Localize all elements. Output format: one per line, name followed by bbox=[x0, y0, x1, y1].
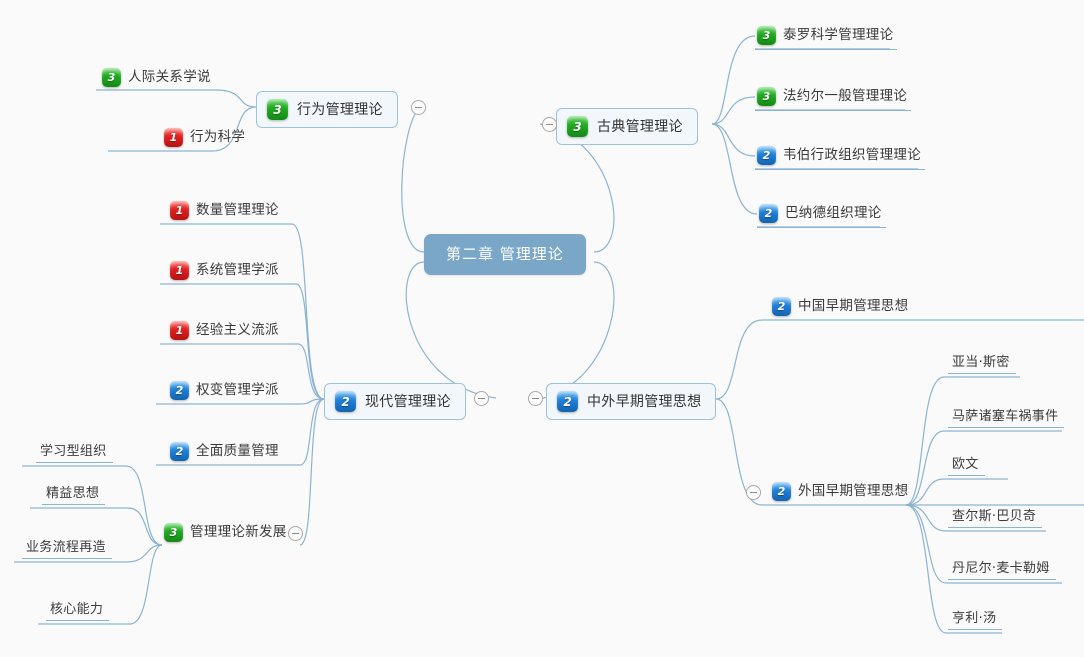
level-badge-3: 3 bbox=[567, 116, 588, 137]
sub-label-fayol: 法约尔一般管理理论 bbox=[783, 87, 908, 104]
root-node[interactable]: 第二章 管理理论 bbox=[424, 234, 586, 275]
sub-node-empirical[interactable]: 1 经验主义流派 bbox=[168, 319, 283, 344]
leaf-node-mccallum[interactable]: 丹尼尔·麦卡勒姆 bbox=[948, 560, 1056, 580]
leaf-label-core-competence: 核心能力 bbox=[50, 602, 104, 617]
sub-label-weber: 韦伯行政组织管理理论 bbox=[783, 146, 921, 163]
leaf-node-core-competence[interactable]: 核心能力 bbox=[46, 601, 110, 621]
level-badge-2: 2 bbox=[170, 381, 189, 400]
leaf-label-owen: 欧文 bbox=[952, 457, 979, 472]
leaf-node-bpr[interactable]: 业务流程再造 bbox=[22, 539, 112, 559]
sub-label-barnard: 巴纳德组织理论 bbox=[785, 204, 882, 221]
sub-label-taylor: 泰罗科学管理理论 bbox=[783, 26, 894, 43]
leaf-node-adam-smith[interactable]: 亚当·斯密 bbox=[948, 354, 1016, 374]
leaf-label-lean: 精益思想 bbox=[46, 486, 100, 501]
root-label: 第二章 管理理论 bbox=[446, 245, 564, 263]
sub-node-new-developments[interactable]: 3 管理理论新发展 bbox=[162, 521, 291, 546]
branch-node-early[interactable]: 2 中外早期管理思想 bbox=[546, 383, 717, 420]
branch-label-modern: 现代管理理论 bbox=[365, 393, 451, 410]
level-badge-2: 2 bbox=[557, 391, 578, 412]
sub-label-contingency: 权变管理学派 bbox=[196, 381, 279, 398]
leaf-label-mccallum: 丹尼尔·麦卡勒姆 bbox=[952, 561, 1050, 576]
level-badge-3: 3 bbox=[757, 87, 776, 106]
sub-label-human-relations: 人际关系学说 bbox=[128, 68, 211, 85]
sub-node-weber[interactable]: 2 韦伯行政组织管理理论 bbox=[755, 144, 925, 170]
leaf-node-henry-towne[interactable]: 亨利·汤 bbox=[948, 610, 1003, 630]
leaf-node-learning-org[interactable]: 学习型组织 bbox=[36, 443, 113, 463]
sub-node-chinese-early[interactable]: 2 中国早期管理思想 bbox=[770, 295, 912, 320]
sub-node-foreign-early[interactable]: 2 外国早期管理思想 bbox=[770, 480, 912, 505]
level-badge-2: 2 bbox=[335, 391, 356, 412]
branch-label-early: 中外早期管理思想 bbox=[587, 393, 702, 410]
level-badge-3: 3 bbox=[102, 68, 121, 87]
branch-label-behavioral: 行为管理理论 bbox=[297, 101, 383, 118]
minus-circle-icon-foreign-early[interactable] bbox=[746, 485, 761, 500]
sub-node-contingency[interactable]: 2 权变管理学派 bbox=[168, 379, 283, 404]
level-badge-1: 1 bbox=[170, 261, 189, 280]
minus-circle-icon-behavioral[interactable] bbox=[411, 100, 426, 115]
minus-circle-icon-early-left[interactable] bbox=[528, 391, 543, 406]
sub-node-tqm[interactable]: 2 全面质量管理 bbox=[168, 440, 283, 465]
sub-node-human-relations[interactable]: 3 人际关系学说 bbox=[100, 66, 215, 91]
sub-label-empirical: 经验主义流派 bbox=[196, 321, 279, 338]
leaf-node-babbage[interactable]: 查尔斯·巴贝奇 bbox=[948, 508, 1043, 528]
sub-node-fayol[interactable]: 3 法约尔一般管理理论 bbox=[755, 85, 912, 111]
sub-label-systems: 系统管理学派 bbox=[196, 261, 279, 278]
branch-node-modern[interactable]: 2 现代管理理论 bbox=[324, 383, 466, 420]
sub-label-foreign-early: 外国早期管理思想 bbox=[798, 482, 909, 499]
sub-label-tqm: 全面质量管理 bbox=[196, 442, 279, 459]
level-badge-3: 3 bbox=[164, 523, 183, 542]
sub-node-taylor[interactable]: 3 泰罗科学管理理论 bbox=[755, 24, 898, 50]
branch-node-behavioral[interactable]: 3 行为管理理论 bbox=[256, 91, 398, 128]
level-badge-2: 2 bbox=[757, 146, 776, 165]
leaf-node-massachusetts[interactable]: 马萨诸塞车祸事件 bbox=[948, 408, 1065, 428]
level-badge-2: 2 bbox=[170, 442, 189, 461]
sub-node-barnard[interactable]: 2 巴纳德组织理论 bbox=[757, 202, 886, 228]
leaf-node-lean[interactable]: 精益思想 bbox=[42, 485, 106, 505]
level-badge-2: 2 bbox=[759, 204, 778, 223]
level-badge-1: 1 bbox=[170, 201, 189, 220]
minus-circle-icon-new-developments[interactable] bbox=[288, 526, 303, 541]
leaf-label-babbage: 查尔斯·巴贝奇 bbox=[952, 509, 1037, 524]
sub-label-behavioral-science: 行为科学 bbox=[190, 128, 246, 145]
level-badge-1: 1 bbox=[170, 321, 189, 340]
leaf-label-massachusetts: 马萨诸塞车祸事件 bbox=[952, 409, 1059, 424]
branch-label-classical: 古典管理理论 bbox=[597, 118, 683, 135]
leaf-label-adam-smith: 亚当·斯密 bbox=[952, 355, 1010, 370]
level-badge-2: 2 bbox=[772, 482, 791, 501]
leaf-node-owen[interactable]: 欧文 bbox=[948, 456, 985, 476]
sub-label-chinese-early: 中国早期管理思想 bbox=[798, 297, 909, 314]
leaf-label-bpr: 业务流程再造 bbox=[26, 540, 106, 555]
level-badge-1: 1 bbox=[164, 128, 183, 147]
sub-label-quantitative: 数量管理理论 bbox=[196, 201, 279, 218]
minus-circle-icon-modern[interactable] bbox=[474, 391, 489, 406]
level-badge-3: 3 bbox=[757, 26, 776, 45]
leaf-label-henry-towne: 亨利·汤 bbox=[952, 611, 997, 626]
branch-node-classical[interactable]: 3 古典管理理论 bbox=[556, 108, 698, 145]
sub-node-systems[interactable]: 1 系统管理学派 bbox=[168, 259, 283, 284]
minus-circle-icon-classical[interactable] bbox=[542, 117, 557, 132]
level-badge-3: 3 bbox=[267, 99, 288, 120]
level-badge-2: 2 bbox=[772, 297, 791, 316]
sub-label-new-developments: 管理理论新发展 bbox=[190, 523, 287, 540]
sub-node-behavioral-science[interactable]: 1 行为科学 bbox=[162, 126, 249, 151]
leaf-label-learning-org: 学习型组织 bbox=[40, 444, 107, 459]
sub-node-quantitative[interactable]: 1 数量管理理论 bbox=[168, 199, 283, 224]
